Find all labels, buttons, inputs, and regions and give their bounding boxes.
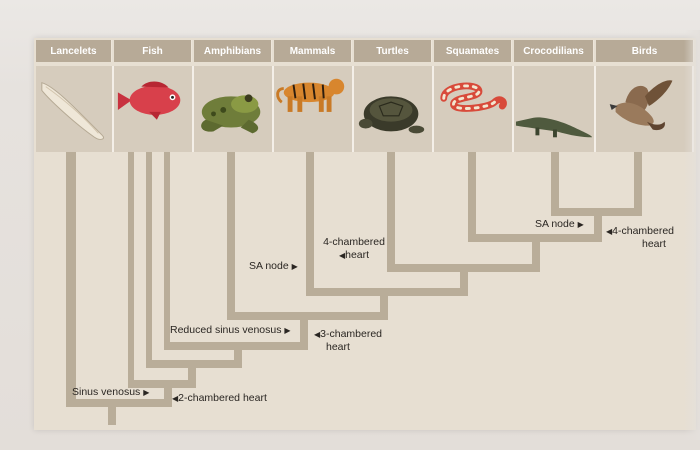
header-crocodilians: Crocodilians <box>514 40 594 62</box>
arrow-right-icon: ▶ <box>292 262 298 271</box>
branch-lancelets <box>66 152 76 407</box>
turtle-icon <box>354 66 434 152</box>
annotation-4-chambered-mammals: 4-chambered ◀heart <box>318 236 390 262</box>
branch-birds <box>634 152 642 216</box>
header-amphibians: Amphibians <box>194 40 272 62</box>
annotation-text: heart <box>314 341 382 354</box>
annotation-text: 4-chambered <box>318 236 390 249</box>
annotation-text: Sinus venosus <box>72 386 140 398</box>
branch-fish-c <box>164 152 170 350</box>
arrow-right-icon: ▶ <box>143 388 149 397</box>
annotation-text: heart <box>345 249 369 261</box>
branch-amphibians <box>227 152 235 320</box>
tiger-icon <box>274 66 354 152</box>
header-turtles: Turtles <box>354 40 432 62</box>
frog-icon <box>194 66 274 152</box>
header-label: Squamates <box>446 46 499 57</box>
annotation-text: heart <box>606 238 674 251</box>
branch-crocodilians <box>551 152 559 216</box>
annotation-text: SA node <box>249 260 289 272</box>
branch-squamates <box>468 152 476 240</box>
header-label: Crocodilians <box>523 46 584 57</box>
annotation-sa-node-mammals: SA node ▶ <box>249 260 298 273</box>
snake-icon <box>434 66 514 152</box>
photo-edge-shade <box>684 30 700 440</box>
bird-icon <box>596 66 694 152</box>
header-fish: Fish <box>114 40 192 62</box>
arrow-right-icon: ▶ <box>284 326 290 335</box>
header-mammals: Mammals <box>274 40 352 62</box>
annotation-text: 2-chambered heart <box>178 392 267 404</box>
header-label: Fish <box>142 46 163 57</box>
annotation-sinus-venosus: Sinus venosus ▶ <box>72 386 149 399</box>
annotation-sa-node-birds: SA node ▶ <box>535 218 584 231</box>
fish-icon <box>114 66 194 152</box>
crocodile-icon <box>514 66 596 152</box>
lancelet-icon <box>36 66 114 152</box>
annotation-text: 4-chambered <box>612 225 674 237</box>
annotation-text: 3-chambered <box>320 328 382 340</box>
branch-fish-a <box>128 152 134 388</box>
arrow-right-icon: ▶ <box>578 220 584 229</box>
branch-fish-b <box>146 152 152 368</box>
header-squamates: Squamates <box>434 40 512 62</box>
header-label: Turtles <box>376 46 409 57</box>
annotation-3-chambered: ◀3-chambered heart <box>314 328 382 354</box>
join-root <box>66 399 172 407</box>
annotation-4-chambered-birds: ◀4-chambered heart <box>606 225 674 251</box>
annotation-2-chambered: ◀2-chambered heart <box>172 392 267 405</box>
header-label: Lancelets <box>50 46 96 57</box>
header-label: Mammals <box>290 46 336 57</box>
root-stem <box>108 399 116 425</box>
header-label: Birds <box>632 46 658 57</box>
header-label: Amphibians <box>204 46 261 57</box>
annotation-text: SA node <box>535 218 575 230</box>
annotation-text: Reduced sinus venosus <box>170 324 282 336</box>
header-birds: Birds <box>596 40 694 62</box>
annotation-reduced-sinus: Reduced sinus venosus ▶ <box>170 324 291 337</box>
header-lancelets: Lancelets <box>36 40 112 62</box>
branch-mammals <box>306 152 314 296</box>
